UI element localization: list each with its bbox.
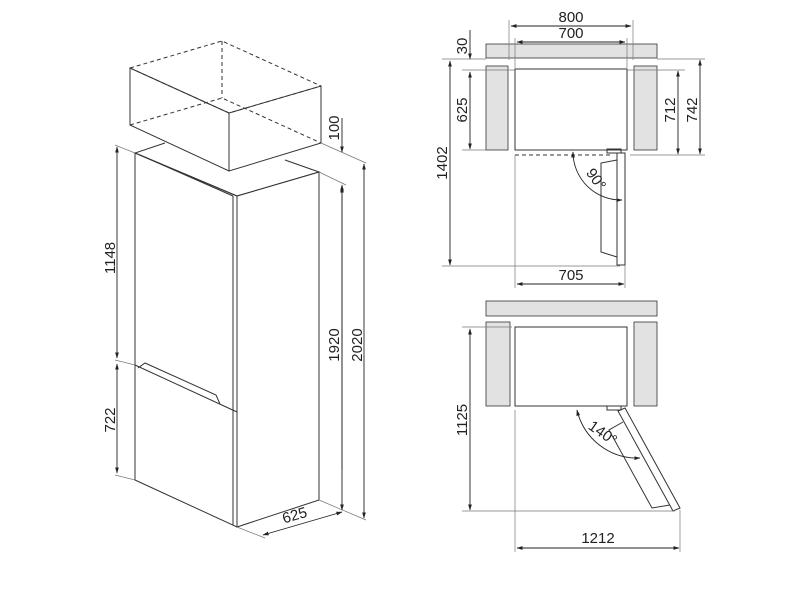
plan-view-door-140: 140° 1125 1212 bbox=[454, 300, 681, 552]
dim-722: 722 bbox=[102, 407, 119, 432]
dim-2020: 2020 bbox=[349, 328, 366, 361]
dim-742: 742 bbox=[684, 97, 701, 122]
dim-100: 100 bbox=[326, 115, 343, 140]
door-open-90 bbox=[616, 152, 626, 266]
isometric-view: 1148 722 100 1920 2020 625 bbox=[102, 40, 367, 539]
dim-625-plan: 625 bbox=[454, 97, 471, 122]
dim-1402: 1402 bbox=[434, 146, 451, 179]
dim-700: 700 bbox=[558, 25, 583, 42]
door-open-140 bbox=[617, 407, 681, 512]
dim-1212: 1212 bbox=[581, 530, 614, 547]
dim-625-iso: 625 bbox=[280, 504, 309, 527]
angle-140: 140° bbox=[585, 417, 620, 449]
dim-1920: 1920 bbox=[326, 328, 343, 361]
dim-705: 705 bbox=[558, 267, 583, 284]
ventilation-clearance-box bbox=[129, 40, 322, 172]
dim-800: 800 bbox=[558, 9, 583, 26]
angle-90: 90° bbox=[582, 165, 609, 193]
dim-712: 712 bbox=[662, 97, 679, 122]
door-divider bbox=[134, 364, 238, 413]
dim-1125: 1125 bbox=[454, 404, 471, 436]
dim-30: 30 bbox=[454, 38, 471, 55]
dim-1148: 1148 bbox=[102, 242, 119, 274]
plan-view-door-90: 90° 800 700 30 625 1402 712 742 705 bbox=[434, 9, 705, 288]
door-handle bbox=[137, 362, 221, 405]
fridge-body bbox=[133, 142, 321, 528]
